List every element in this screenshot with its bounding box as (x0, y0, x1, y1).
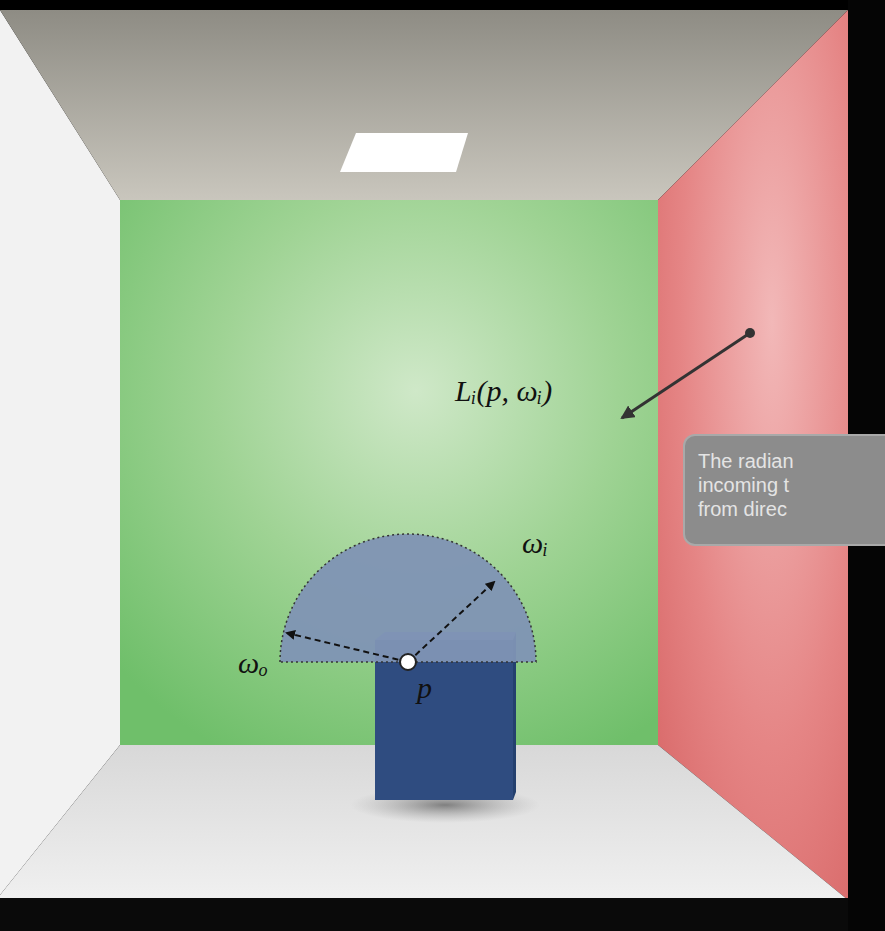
point-label: p (417, 673, 432, 703)
callout-box: The radian incoming t from direc (683, 434, 885, 546)
direction-label: ωₒ (238, 648, 268, 678)
direction-label: ωᵢ (522, 528, 548, 558)
radiance-label: Lᵢ(p, ωᵢ) (455, 376, 552, 406)
callout-text: The radian incoming t from direc (698, 449, 816, 521)
